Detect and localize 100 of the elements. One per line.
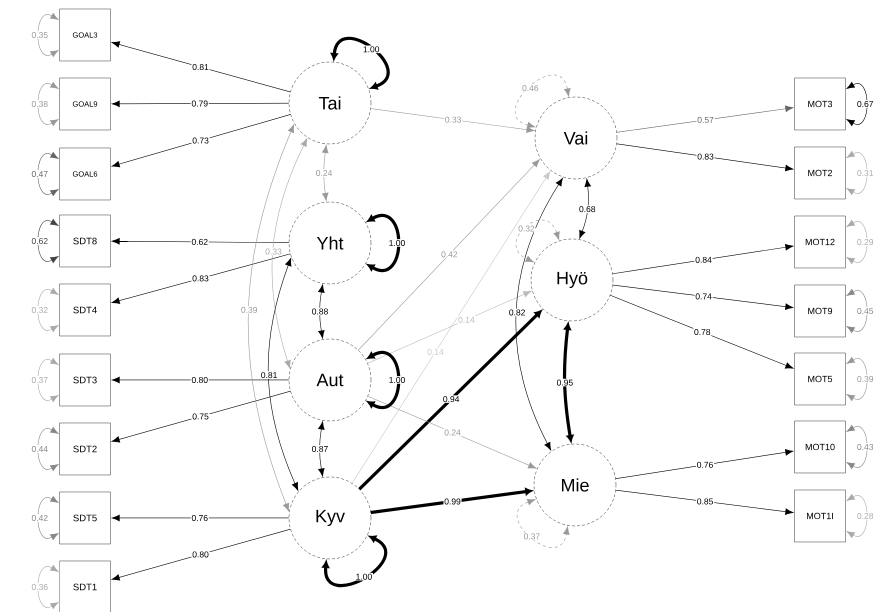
covariance-arrow (318, 284, 325, 339)
observed-variable-box: MOT5 (794, 352, 846, 406)
edge-label: 0.81 (260, 371, 278, 379)
path-arrow (616, 106, 794, 133)
edge-label: 0.45 (856, 307, 874, 315)
edge-label: 0.24 (315, 169, 334, 177)
edge-label: 0.81 (191, 63, 210, 71)
path-arrow (367, 290, 532, 364)
variance-loop (846, 150, 868, 196)
observed-variable-box: MOT12 (794, 216, 846, 268)
edge-label: 0.47 (30, 170, 49, 178)
variance-loop (38, 152, 59, 196)
observed-variable-box: SDT1 (59, 560, 111, 612)
variance-loop (38, 426, 59, 472)
path-arrow (112, 514, 290, 522)
variance-loop (846, 494, 868, 538)
edge-label: 0.95 (556, 378, 574, 386)
observed-variable-box: SDT2 (59, 422, 111, 476)
edge-label: 0.36 (30, 583, 49, 591)
edge-label: 0.28 (856, 512, 874, 520)
path-arrow (370, 488, 532, 514)
edge-label: 0.46 (521, 84, 540, 92)
edge-label: 0.62 (30, 237, 49, 245)
path-arrow (612, 244, 794, 274)
edge-label: 0.38 (30, 100, 49, 108)
path-arrow (358, 310, 542, 490)
edge-label: 1.00 (388, 376, 406, 384)
variance-loop (846, 424, 868, 470)
edge-label: 1.00 (354, 572, 373, 581)
edge-label: 0.76 (696, 461, 714, 469)
path-arrow (112, 41, 291, 92)
edge-label: 0.32 (517, 224, 536, 232)
edge-label: 0.82 (508, 308, 526, 316)
variance-loop (38, 496, 59, 540)
edge-label: 0.37 (30, 376, 49, 384)
edge-label: 0.43 (856, 443, 874, 451)
variance-loop (846, 220, 868, 264)
edge-label: 0.87 (310, 445, 330, 453)
edge-label: 1.00 (362, 46, 380, 54)
covariance-arrow (268, 258, 298, 491)
edge-label: 0.33 (264, 248, 283, 256)
path-arrow (112, 114, 291, 168)
covariance-arrow (562, 322, 574, 442)
covariance-arrow (248, 124, 294, 512)
edge-label: 0.74 (694, 292, 713, 300)
variance-loop (367, 214, 400, 272)
observed-variable-box: MOT10 (794, 420, 846, 474)
observed-variable-box: SDT4 (59, 284, 111, 336)
edge-label: 0.31 (856, 169, 874, 177)
path-arrow (616, 490, 794, 515)
path-arrow (112, 254, 291, 304)
variance-loop (846, 82, 868, 126)
variance-loop (846, 288, 868, 334)
edge-label: 0.68 (578, 205, 596, 213)
edge-label: 0.39 (240, 306, 258, 314)
variance-loop (846, 356, 868, 402)
edge-label: 0.35 (30, 31, 49, 39)
edge-label: 0.83 (191, 274, 210, 282)
edge-label: 0.32 (30, 306, 49, 314)
edge-label: 0.42 (30, 514, 49, 522)
variance-loop (367, 350, 400, 409)
edge-label: 0.33 (444, 116, 462, 124)
edge-label: 0.80 (190, 376, 209, 384)
path-arrow (616, 144, 794, 172)
path-arrow (370, 108, 535, 133)
observed-variable-box: SDT8 (59, 214, 111, 268)
edge-label: 0.80 (191, 550, 210, 558)
variance-loop (38, 564, 59, 610)
path-arrow (112, 238, 290, 245)
covariance-arrow (579, 178, 591, 239)
path-arrow (368, 396, 536, 469)
path-arrow (112, 528, 291, 581)
edge-label: 0.37 (522, 532, 541, 540)
edge-label: 0.39 (856, 375, 874, 383)
variance-loop (38, 12, 59, 58)
variance-loop (322, 536, 388, 587)
edge-label: 0.78 (693, 328, 712, 336)
path-arrow (610, 294, 794, 369)
path-arrow (612, 284, 794, 310)
variance-loop (38, 82, 59, 126)
edge-label: 0.67 (856, 100, 874, 108)
observed-variable-box: MOT3 (794, 78, 846, 130)
variance-loop (38, 218, 59, 264)
path-arrow (112, 390, 291, 443)
variance-loop (330, 36, 390, 90)
path-arrow (112, 376, 290, 384)
edge-label: 1.00 (388, 239, 406, 247)
observed-variable-box: MOT2 (794, 146, 846, 200)
edge-label: 0.83 (696, 152, 715, 160)
edge-label: 0.75 (191, 412, 210, 420)
path-arrow (358, 159, 540, 350)
variance-loop (516, 220, 560, 262)
edge-label: 0.94 (442, 395, 460, 403)
covariance-arrow (318, 421, 325, 477)
edge-label: 0.99 (443, 498, 462, 506)
edge-label: 0.88 (310, 308, 330, 316)
covariance-arrow (272, 138, 308, 368)
edge-label: 0.24 (443, 428, 462, 436)
edge-label: 0.62 (190, 238, 209, 246)
path-arrow (112, 100, 290, 108)
